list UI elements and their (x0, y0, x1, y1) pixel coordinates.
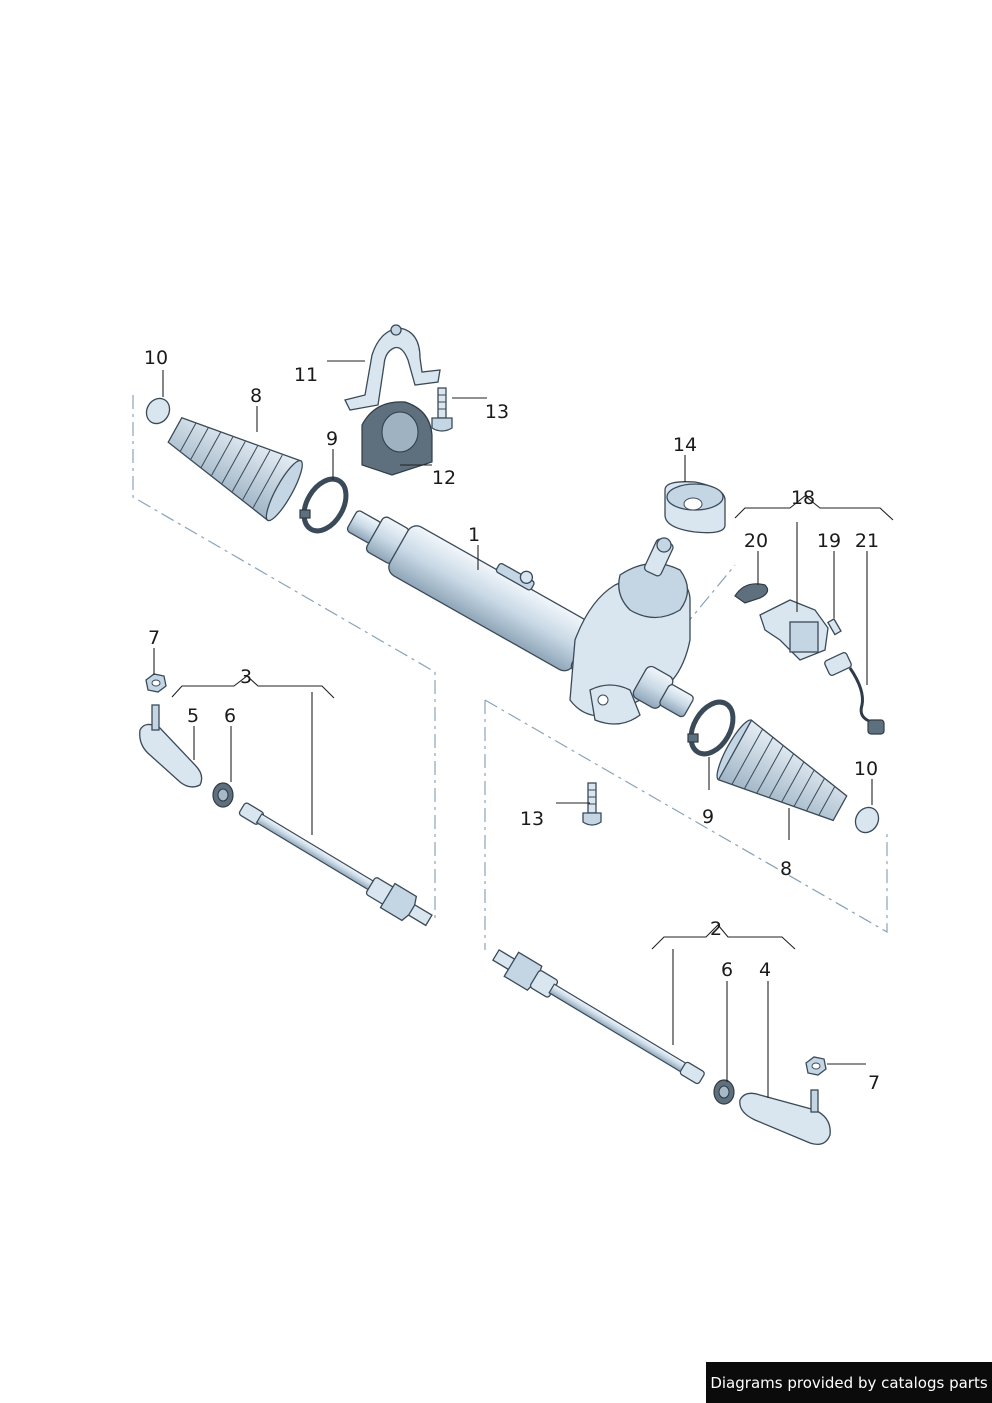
right-self-locking-nut (805, 1056, 827, 1076)
left-tie-rod (238, 802, 433, 927)
label-5: 5 (187, 705, 199, 727)
label-7-right: 7 (868, 1072, 880, 1094)
guide-lines (132, 395, 888, 950)
leader-lines (153, 360, 894, 1098)
label-21: 21 (855, 530, 879, 552)
right-small-clamp (854, 806, 880, 834)
label-11: 11 (294, 364, 318, 386)
label-9-left: 9 (326, 428, 338, 450)
sensor-holder-18 (759, 599, 829, 661)
steering-rack-housing (346, 510, 694, 725)
label-3: 3 (240, 666, 252, 688)
label-14: 14 (673, 434, 697, 456)
screw-19 (827, 618, 842, 636)
label-10-left: 10 (144, 347, 168, 369)
label-1: 1 (468, 524, 480, 546)
right-boot (716, 719, 848, 822)
label-9-right: 9 (702, 806, 714, 828)
left-lock-nut (212, 782, 234, 808)
right-lock-nut (713, 1079, 735, 1105)
sensor-cable-21 (824, 652, 885, 735)
rubber-bushing (361, 401, 433, 476)
label-18: 18 (791, 487, 815, 509)
bolt-lower (582, 782, 602, 826)
right-tie-rod (492, 948, 705, 1085)
label-12: 12 (432, 467, 456, 489)
label-4: 4 (759, 959, 771, 981)
label-8-right: 8 (780, 858, 792, 880)
left-tie-rod-end (139, 704, 203, 788)
label-7-left: 7 (148, 627, 160, 649)
label-6-left: 6 (224, 705, 236, 727)
left-small-clamp (145, 397, 171, 425)
sensor-clip-20 (734, 583, 769, 604)
footer-credit: Diagrams provided by catalogs parts (706, 1362, 992, 1403)
label-6-right: 6 (721, 959, 733, 981)
label-2: 2 (710, 918, 722, 940)
left-self-locking-nut (145, 673, 167, 693)
left-boot (167, 416, 303, 522)
label-20: 20 (744, 530, 768, 552)
right-large-clamp (687, 699, 736, 757)
label-13-upper: 13 (485, 401, 509, 423)
label-10-right: 10 (854, 758, 878, 780)
bolt-upper (431, 387, 453, 432)
label-19: 19 (817, 530, 841, 552)
right-tie-rod-end (739, 1089, 831, 1146)
label-8-left: 8 (250, 385, 262, 407)
left-large-clamp (299, 476, 349, 534)
mounting-bracket (344, 324, 441, 411)
label-13-lower: 13 (520, 808, 544, 830)
pinion-cap (664, 481, 726, 534)
part-labels: 10 8 9 11 12 13 14 1 18 20 19 21 7 3 5 6… (144, 347, 880, 1094)
